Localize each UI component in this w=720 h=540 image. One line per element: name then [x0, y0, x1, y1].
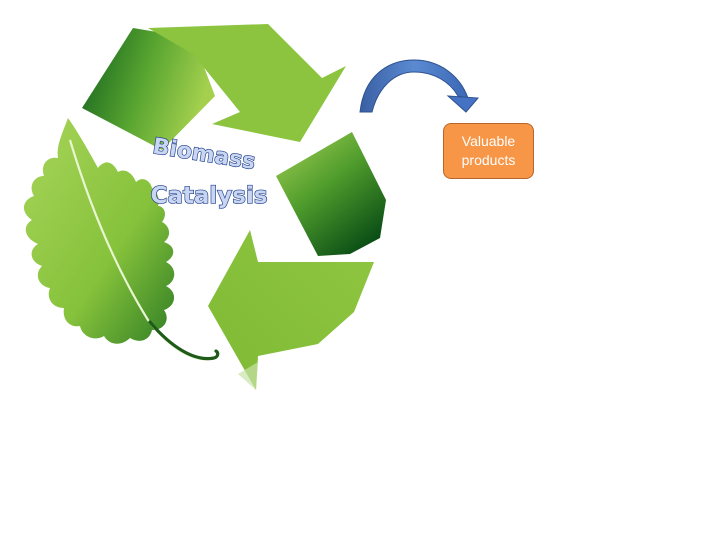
cycle-arrow-right	[276, 132, 386, 256]
curved-arrow-head	[446, 95, 480, 113]
cycle-arrow-bottom	[208, 230, 374, 390]
cycle-label-biomass: Biomass	[151, 134, 257, 175]
leaf-blade	[23, 118, 175, 344]
cycle-arrow-top	[82, 28, 215, 150]
cycle-label-catalysis: Catalysis	[150, 183, 267, 209]
leaf-icon	[23, 118, 220, 361]
valuable-products-line1: Valuable	[461, 133, 516, 149]
valuable-products-box: Valuable products	[443, 123, 534, 179]
leaf-stem	[148, 320, 220, 361]
cycle-arrow-bottom-shade	[238, 362, 258, 390]
curved-arrow-body	[359, 59, 469, 113]
curved-arrow-icon	[359, 59, 480, 113]
valuable-products-line2: products	[461, 152, 516, 168]
recycle-arrows-icon	[82, 24, 386, 390]
cycle-arrow-top-head	[148, 24, 346, 142]
